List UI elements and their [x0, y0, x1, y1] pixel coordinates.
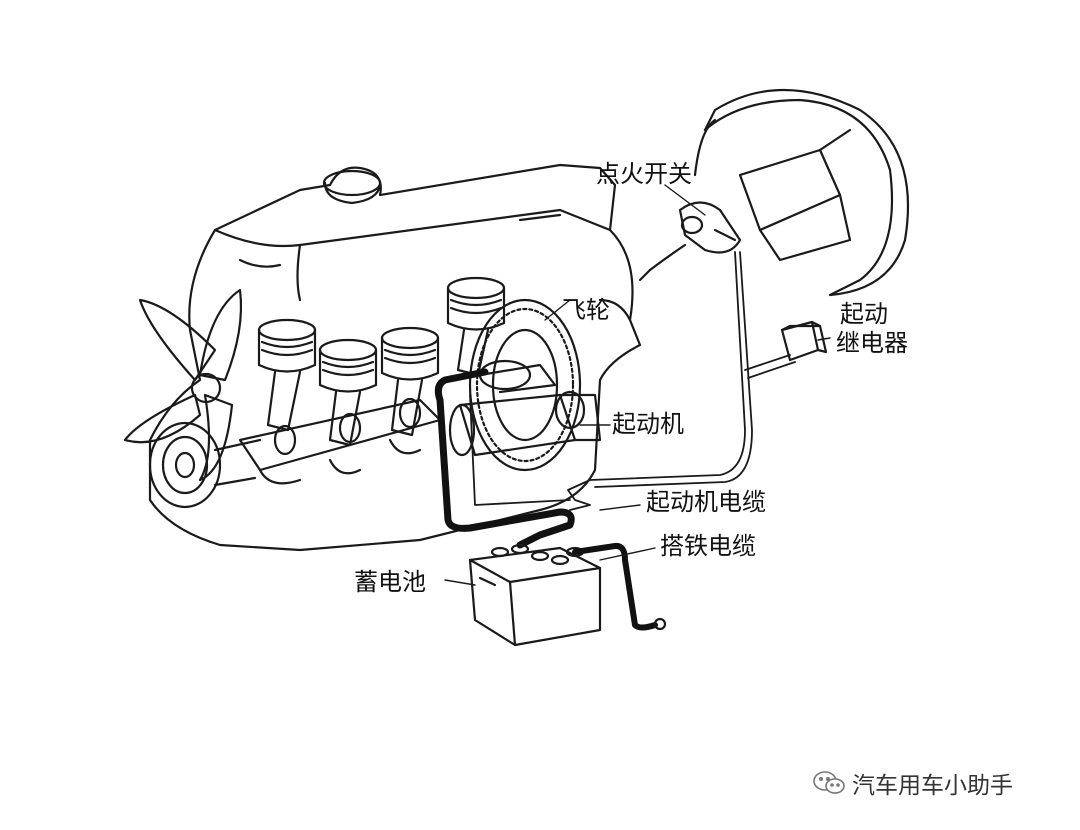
starter-relay-label: 起动 继电器	[836, 300, 908, 358]
ground-terminal	[653, 617, 667, 631]
control-wires	[469, 251, 796, 511]
piston-3	[380, 326, 440, 437]
piston-2	[318, 338, 378, 447]
steering-wheel	[693, 89, 910, 297]
battery-label: 蓄电池	[354, 568, 426, 596]
watermark-text: 汽车用车小助手	[852, 773, 1013, 799]
starter-relay	[780, 320, 828, 362]
piston-1	[257, 318, 317, 432]
flywheel-label: 飞轮	[562, 296, 610, 324]
cooling-fan	[123, 288, 243, 482]
wechat-icon	[813, 771, 845, 794]
starter-cable-label: 起动机电缆	[646, 488, 766, 516]
ground-cable-label: 搭铁电缆	[660, 532, 756, 560]
battery	[468, 543, 602, 647]
ground-cable	[572, 542, 658, 631]
starter-motor-label: 起动机	[612, 410, 684, 438]
engine-block	[148, 163, 642, 552]
starter-relay-label-line2: 继电器	[836, 328, 908, 357]
leader-lines	[444, 184, 831, 586]
crank-pulley	[148, 421, 262, 509]
starter-motor	[448, 359, 602, 457]
starter-relay-label-line1: 起动	[840, 300, 888, 328]
ignition-switch	[638, 201, 742, 282]
ignition-switch-label: 点火开关	[596, 160, 692, 188]
starter-cable	[434, 368, 575, 549]
flywheel	[468, 298, 582, 472]
watermark: 汽车用车小助手	[812, 766, 1013, 800]
